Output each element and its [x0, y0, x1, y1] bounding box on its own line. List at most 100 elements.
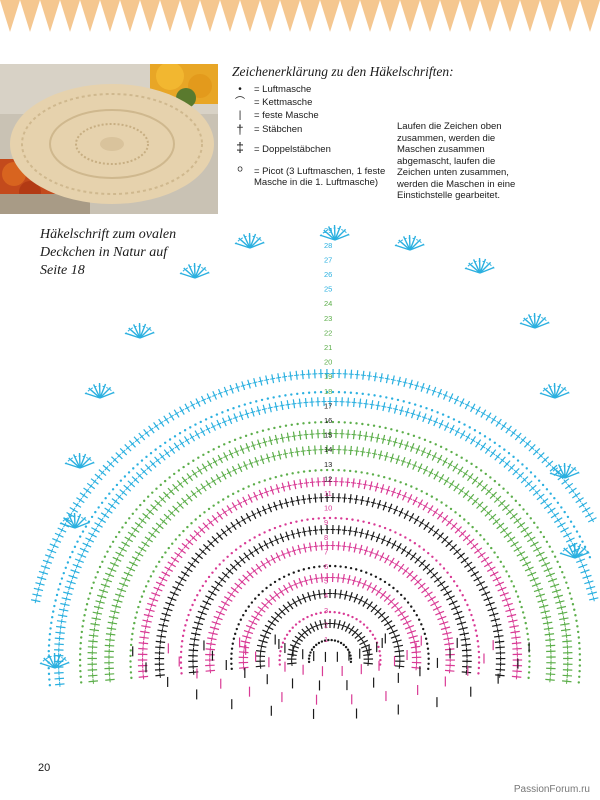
fan-stitch: [398, 239, 411, 251]
stitch-crossbar: [483, 557, 487, 563]
stitch-crossbar: [507, 602, 510, 608]
fan-stitch: [74, 521, 90, 529]
stitch-crossbar: [401, 548, 407, 552]
stitch-crossbar: [519, 522, 524, 528]
stitch-crossbar: [413, 639, 416, 645]
stitch-crossbar: [158, 420, 164, 425]
chain-stitch: [157, 560, 161, 564]
chain-stitch: [331, 420, 335, 424]
stitch-crossbar: [242, 464, 248, 467]
stitch-crossbar: [255, 409, 262, 412]
stitch-crossbar: [302, 630, 308, 635]
fan-stitch: [249, 241, 265, 249]
stitch-crossbar: [273, 438, 280, 441]
stitch-crossbar: [347, 546, 353, 548]
fan-stitch: [183, 267, 196, 279]
chain-stitch: [394, 479, 397, 482]
chain-stitch: [179, 650, 183, 654]
stitch-crossbar: [501, 424, 507, 428]
stitch-crossbar: [555, 588, 558, 594]
stitch-crossbar: [223, 601, 228, 606]
chain-stitch: [140, 595, 144, 598]
chain-stitch: [327, 638, 330, 642]
stitch-crossbar: [77, 558, 81, 564]
stitch-crossbar: [195, 626, 199, 632]
stitch-crossbar: [254, 460, 260, 463]
chain-stitch: [129, 665, 132, 669]
chain-stitch: [568, 592, 572, 595]
chain-stitch: [182, 465, 185, 469]
stitch-crossbar: [267, 625, 271, 630]
fan-arc: [549, 465, 581, 475]
stitch-crossbar: [432, 573, 437, 578]
stitch-crossbar: [250, 444, 256, 447]
fan-stitch: [409, 243, 425, 251]
stitch-crossbar: [379, 613, 384, 618]
round-number-label: 19: [324, 372, 332, 381]
chain-stitch: [334, 564, 337, 568]
stitch-crossbar: [557, 593, 560, 600]
chain-stitch: [177, 469, 181, 472]
chain-stitch: [578, 669, 581, 673]
chain-stitch: [402, 400, 405, 403]
stitch-crossbar: [537, 587, 540, 593]
stitch-crossbar: [69, 579, 73, 585]
chain-stitch: [146, 495, 150, 498]
stitch-crossbar: [217, 534, 222, 539]
stitch-crossbar: [513, 624, 516, 630]
stitch-crossbar: [515, 434, 521, 439]
chain-stitch: [60, 577, 64, 580]
stitch-crossbar: [212, 460, 218, 464]
stitch-crossbar: [288, 451, 294, 454]
stitch-crossbar: [169, 561, 174, 567]
border-drop: [400, 0, 420, 32]
fan-stitch: [574, 551, 590, 559]
chain-stitch: [230, 647, 234, 650]
chain-stitch: [178, 432, 182, 435]
chain-stitch: [423, 438, 427, 442]
round-number-label: 28: [324, 241, 332, 250]
stitch-crossbar: [343, 594, 349, 597]
chain-stitch: [302, 568, 306, 571]
stitch-crossbar: [545, 614, 548, 620]
chain-stitch: [545, 540, 549, 543]
stitch-crossbar: [212, 393, 218, 397]
stitch-crossbar: [332, 622, 338, 625]
stitch-crossbar: [485, 447, 491, 452]
stitch-crossbar: [211, 479, 216, 483]
chain-stitch: [291, 626, 294, 629]
border-drop: [320, 0, 340, 32]
stitch-crossbar: [164, 493, 169, 498]
stitch-crossbar: [539, 592, 542, 598]
chain-stitch: [404, 536, 407, 539]
stitch-crossbar: [288, 375, 294, 377]
stitch-crossbar: [435, 605, 439, 611]
stitch-crossbar: [380, 538, 386, 542]
stitch-crossbar: [398, 442, 404, 446]
chain-stitch: [356, 519, 360, 522]
chain-stitch: [484, 472, 487, 476]
stitch-crossbar: [416, 414, 422, 417]
chain-stitch: [292, 571, 295, 574]
chain-stitch: [545, 488, 549, 491]
chain-stitch: [468, 608, 471, 612]
chain-stitch: [171, 542, 174, 545]
stitch-crossbar: [308, 578, 314, 581]
fan-arc: [39, 655, 71, 665]
stitch-crossbar: [311, 594, 317, 597]
stitch-crossbar: [189, 435, 195, 440]
stitch-crossbar: [462, 557, 467, 563]
stitch-crossbar: [504, 462, 510, 467]
chain-stitch: [396, 398, 400, 402]
stitch-crossbar: [372, 452, 378, 455]
chain-stitch: [315, 643, 318, 647]
chain-stitch: [164, 551, 167, 554]
stitch-crossbar: [447, 520, 452, 525]
border-drop: [580, 0, 600, 32]
fan-stitch: [534, 321, 550, 329]
chain-stitch: [330, 638, 333, 642]
stitch-crossbar: [314, 624, 320, 628]
stitch-crossbar: [206, 482, 211, 486]
chain-stitch: [98, 565, 102, 569]
chain-stitch: [189, 608, 192, 612]
